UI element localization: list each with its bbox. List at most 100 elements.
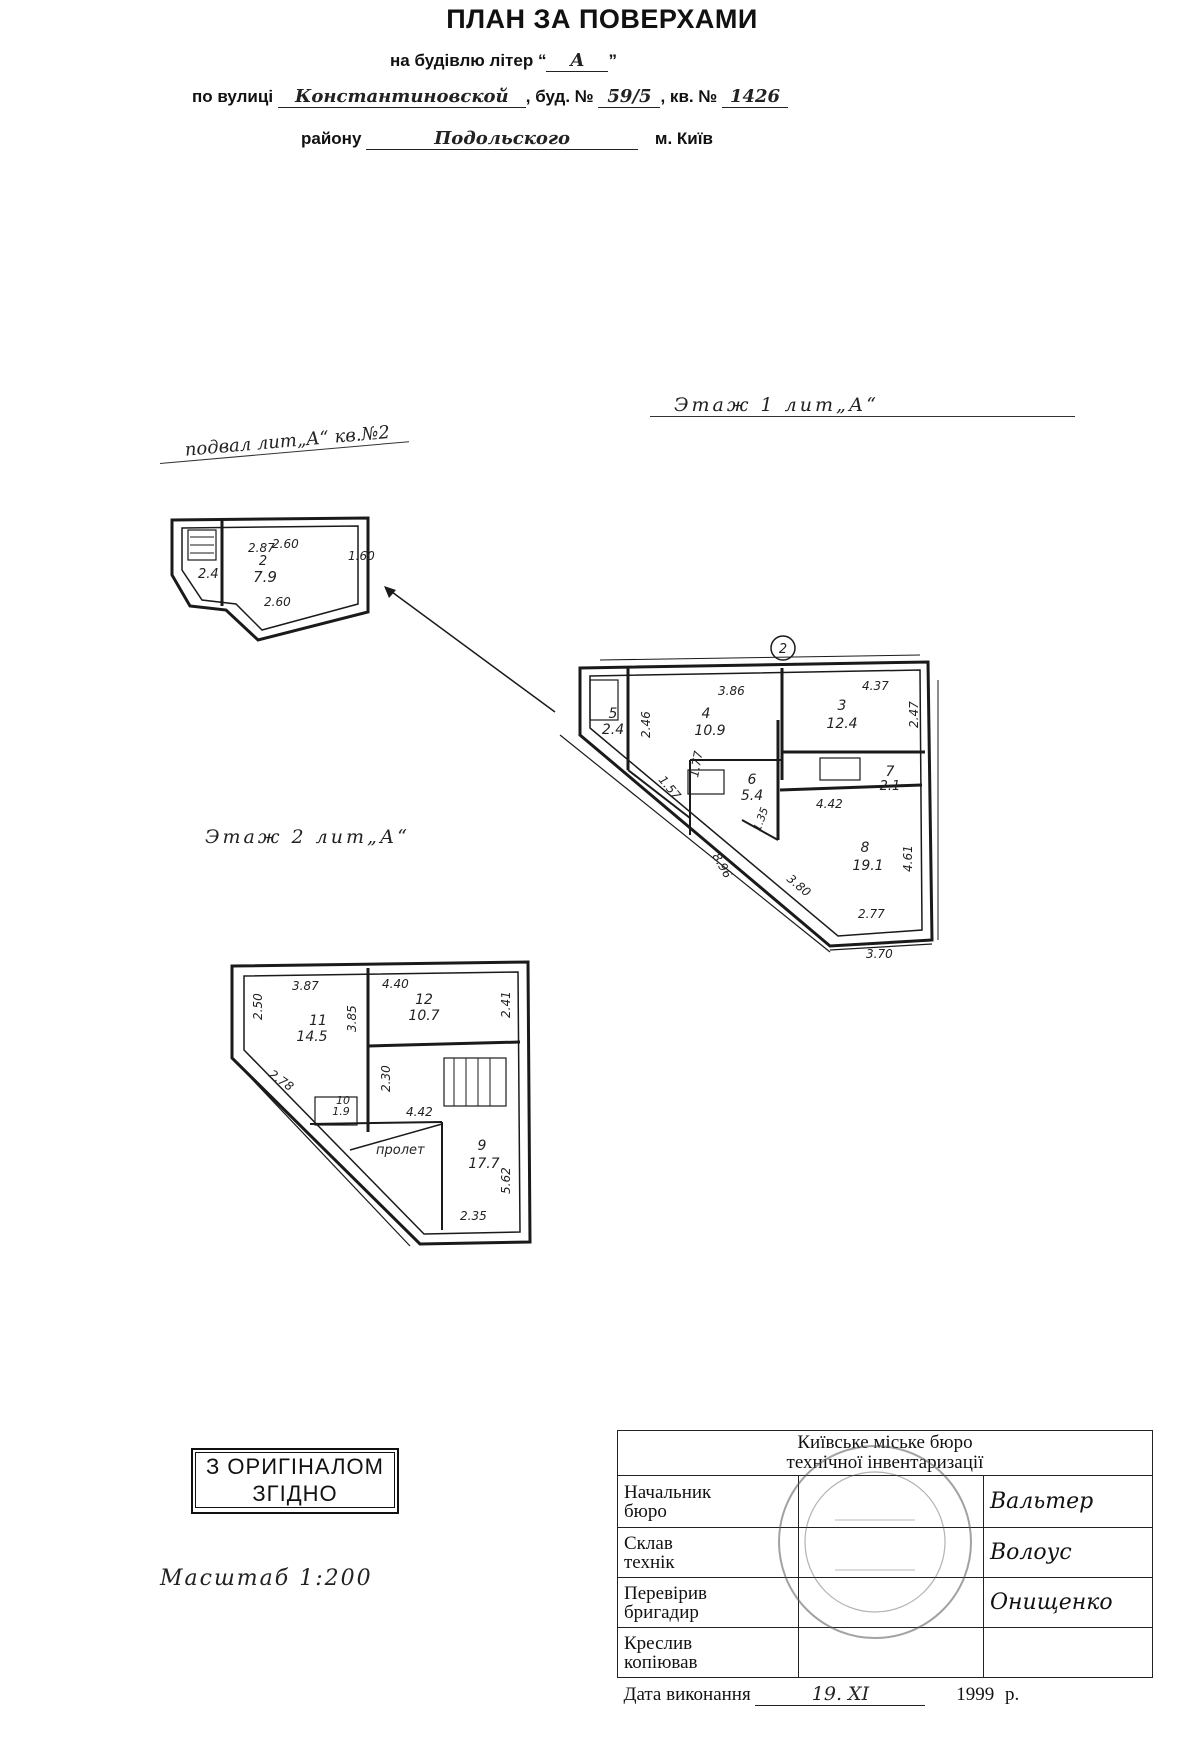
- city: м. Київ: [654, 129, 713, 148]
- room10-area: 1.9: [332, 1105, 350, 1118]
- year-suffix: р.: [1004, 1684, 1020, 1706]
- quote-close: ”: [608, 51, 617, 70]
- street-value: Константиновской: [277, 86, 526, 108]
- floor1-labels: 2 3 12.4 4 10.9 5 2.4 6 5.4 7 2.1 8 19.1…: [602, 642, 921, 961]
- date-value: 19. XI: [755, 1683, 926, 1707]
- title-row: Начальник бюро Вальтер: [617, 1475, 1153, 1528]
- row0-label-line1: Начальник: [624, 1481, 712, 1503]
- basement-dim-2: 1.60: [348, 549, 375, 563]
- row-label: Склав технік: [617, 1527, 799, 1578]
- room3-number: 3: [838, 698, 847, 714]
- building-line: на будівлю літер “А”: [390, 50, 617, 72]
- f1-dim-7: 4.61: [901, 845, 915, 872]
- basement-room1-area: 2.4: [198, 567, 219, 582]
- floor1-marker-circle: [770, 635, 796, 661]
- address-line: по вулиці Константиновской, буд. № 59/5,…: [192, 86, 789, 108]
- f2-dim-5: 2.78: [266, 1067, 296, 1094]
- room9-number: 9: [478, 1138, 487, 1154]
- room4-number: 4: [702, 706, 711, 722]
- title-row: Креслив копіював: [617, 1627, 1153, 1678]
- void-label: пролет: [376, 1143, 425, 1158]
- floor1-title: Этаж 1 лит„А“: [650, 394, 1075, 417]
- district-value: Подольского: [366, 128, 639, 150]
- location-arrow: [391, 591, 556, 713]
- row-label: Начальник бюро: [617, 1475, 799, 1528]
- house-label: , буд. №: [525, 87, 594, 106]
- row0-label-line2: бюро: [624, 1500, 667, 1522]
- row1-label-line2: технік: [624, 1551, 675, 1573]
- year-value: 1999: [956, 1684, 995, 1706]
- row3-label-line1: Креслив: [624, 1632, 693, 1654]
- row-label: Перевірив бригадир: [617, 1577, 799, 1628]
- room11-area: 14.5: [296, 1029, 327, 1045]
- title-block: Київське міське бюро технічної інвентари…: [617, 1430, 1153, 1712]
- room5-area: 2.4: [602, 722, 624, 738]
- district-line: району Подольского м. Київ: [301, 128, 713, 150]
- basement-room2-number: 2: [259, 554, 267, 569]
- basement-room2-area: 7.9: [253, 568, 277, 586]
- title-row: Перевірив бригадир Онищенко: [617, 1577, 1153, 1628]
- row2-label-line2: бригадир: [624, 1601, 699, 1623]
- page-title: ПЛАН ЗА ПОВЕРХАМИ: [446, 4, 758, 34]
- f1-dim-10: 3.70: [866, 947, 893, 961]
- room10-number: 10: [336, 1094, 350, 1107]
- f2-dim-1: 4.40: [382, 977, 409, 991]
- room12-area: 10.7: [408, 1008, 439, 1024]
- certified-copy-stamp: З ОРИГІНАЛОМ ЗГІДНО: [191, 1448, 399, 1514]
- row3-signature: [983, 1627, 1153, 1678]
- f1-dim-5: 1.77: [687, 749, 705, 778]
- scale-label: Масштаб 1:200: [160, 1566, 373, 1591]
- house-value: 59/5: [598, 86, 661, 108]
- basement-plan: [170, 516, 370, 642]
- row1-signature: Волоус: [983, 1527, 1153, 1578]
- room5-number: 5: [609, 706, 618, 722]
- basement-dim-1: 2.60: [272, 537, 299, 551]
- room7-area: 2.1: [880, 779, 901, 794]
- room8-area: 19.1: [852, 858, 883, 874]
- building-label: на будівлю літер: [390, 51, 534, 70]
- row1-middle-cell: [798, 1527, 984, 1578]
- f2-dim-8: 5.62: [499, 1167, 513, 1194]
- room9-area: 17.7: [468, 1156, 499, 1172]
- row3-label-line2: копіював: [624, 1651, 698, 1673]
- room11-number: 11: [309, 1013, 327, 1029]
- row3-middle-cell: [798, 1627, 984, 1678]
- f1-dim-9: 2.77: [858, 907, 885, 921]
- bureau-line2: технічної інвентаризації: [786, 1452, 984, 1473]
- f2-dim-2: 2.50: [251, 993, 265, 1020]
- room7-number: 7: [886, 764, 895, 780]
- f2-dim-7: 4.42: [406, 1105, 433, 1119]
- f2-dim-4: 2.41: [499, 991, 513, 1018]
- room12-number: 12: [415, 992, 433, 1008]
- basement-dim-0: 2.87: [248, 541, 275, 555]
- room6-area: 5.4: [741, 788, 763, 804]
- f1-dim-3: 2.47: [907, 701, 921, 728]
- basement-labels: 2.4 2 7.9 2.87 2.60 1.60 2.60: [198, 537, 375, 609]
- row2-middle-cell: [798, 1577, 984, 1628]
- row2-label-line1: Перевірив: [624, 1582, 707, 1604]
- floor2-plan: [230, 960, 532, 1247]
- floor1-plan: [559, 635, 939, 953]
- f1-dim-12: 1.35: [751, 806, 772, 833]
- room6-number: 6: [748, 772, 757, 788]
- bureau-header: Київське міське бюро технічної інвентари…: [617, 1430, 1153, 1476]
- f1-dim-0: 3.86: [718, 684, 745, 698]
- stamp-line2: ЗГІДНО: [252, 1481, 338, 1506]
- f1-dim-6: 4.42: [816, 797, 843, 811]
- row0-middle-cell: [798, 1475, 984, 1528]
- flat-value: 1426: [722, 86, 789, 108]
- stamp-line1: З ОРИГІНАЛОМ: [206, 1454, 384, 1479]
- floor2-title: Этаж 2 лит„А“: [205, 826, 410, 848]
- f2-dim-9: 2.35: [460, 1209, 487, 1223]
- basement-dim-3: 2.60: [264, 595, 291, 609]
- title-row: Склав технік Волоус: [617, 1527, 1153, 1578]
- row0-signature: Вальтер: [983, 1475, 1153, 1528]
- room4-area: 10.9: [694, 723, 725, 739]
- room3-area: 12.4: [826, 716, 857, 732]
- street-label: по вулиці: [192, 87, 274, 106]
- date-row: Дата виконання 19. XI 1999 р.: [617, 1677, 1153, 1712]
- bureau-line1: Київське міське бюро: [797, 1432, 973, 1453]
- quote-open: “: [537, 51, 547, 70]
- row-label: Креслив копіював: [617, 1627, 799, 1678]
